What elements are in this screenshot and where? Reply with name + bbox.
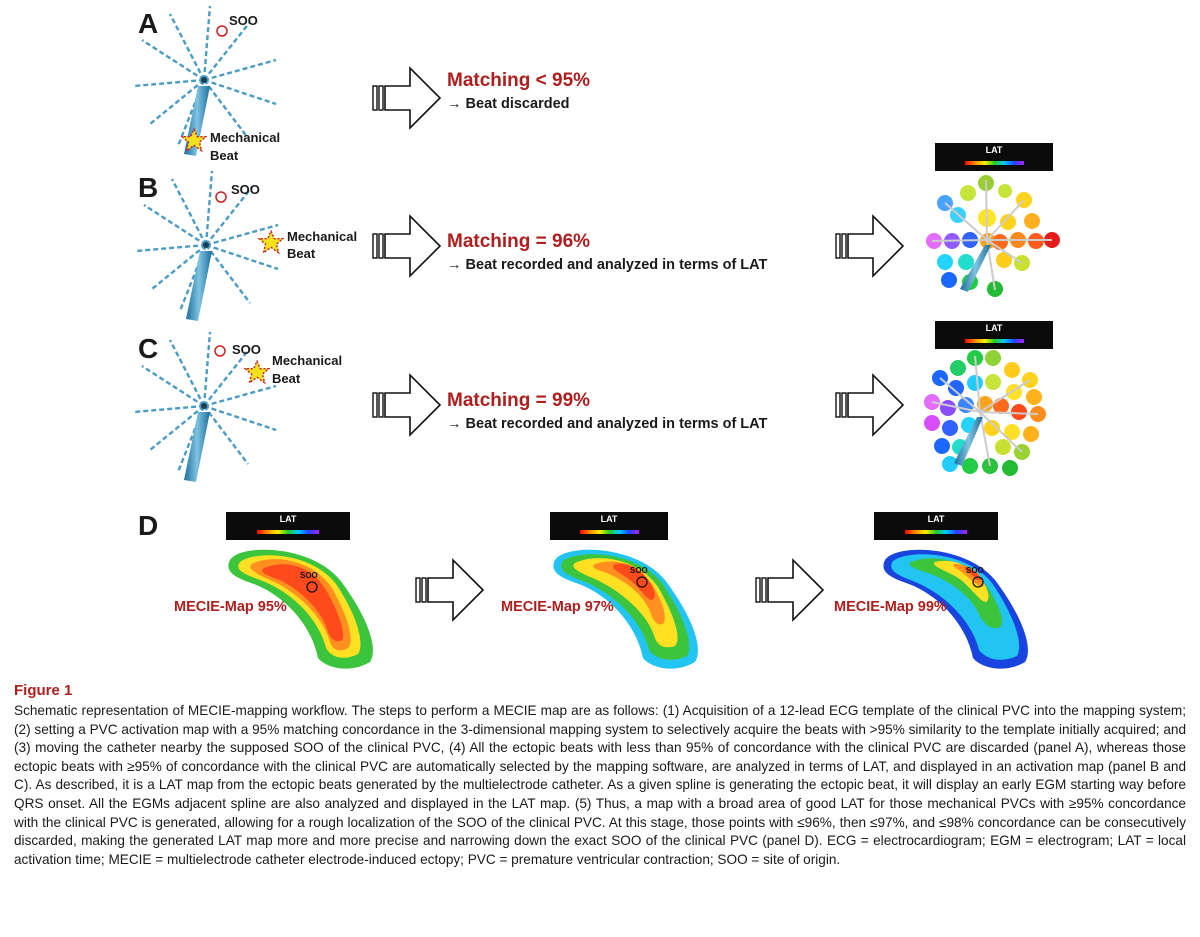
beat-label-a: Beat bbox=[210, 148, 239, 163]
arrow-d2-icon bbox=[755, 559, 824, 621]
mechanical-label-b: Mechanical bbox=[287, 229, 358, 244]
arrow-b-icon bbox=[372, 215, 441, 277]
soo-label-c: SOO bbox=[232, 342, 261, 357]
mechanical-beat-star-b bbox=[258, 230, 284, 254]
arrow-c2-icon bbox=[835, 374, 904, 436]
result-b: → Beat recorded and analyzed in terms of… bbox=[447, 257, 768, 273]
soo-label-a: SOO bbox=[229, 13, 258, 28]
caption-title: Figure 1 bbox=[14, 682, 73, 699]
soo-label-b: SOO bbox=[231, 182, 260, 197]
lat-map-c bbox=[924, 350, 1046, 476]
soo-marker-c bbox=[214, 345, 226, 357]
mecie-map-97 bbox=[553, 549, 698, 669]
lat-scale-d1: LAT bbox=[226, 512, 350, 540]
caption-body: Schematic representation of MECIE-mappin… bbox=[14, 703, 1186, 867]
soo-circle-d1 bbox=[306, 581, 318, 593]
figure-1: A SOO Mechanical Beat Matching < 95% → B… bbox=[132, 4, 1060, 669]
soo-label-d2: SOO bbox=[630, 566, 648, 575]
mecie-map-95 bbox=[228, 549, 373, 669]
beat-label-b: Beat bbox=[287, 246, 316, 261]
result-c: → Beat recorded and analyzed in terms of… bbox=[447, 416, 768, 432]
panel-letter-c: C bbox=[138, 333, 159, 364]
mechanical-beat-star-c bbox=[244, 360, 270, 384]
soo-circle-d2 bbox=[636, 576, 648, 588]
lat-scale-b-label: LAT bbox=[985, 145, 1003, 155]
figure-artwork bbox=[132, 4, 1060, 669]
lat-scale-d2: LAT bbox=[550, 512, 668, 540]
matching-c: Matching = 99% bbox=[447, 390, 591, 411]
mechanical-label-c: Mechanical bbox=[272, 353, 343, 368]
soo-marker-a bbox=[216, 25, 228, 37]
panel-letter-d: D bbox=[138, 510, 159, 541]
arrow-d1-icon bbox=[415, 559, 484, 621]
beat-label-c: Beat bbox=[272, 371, 301, 386]
soo-label-d1: SOO bbox=[300, 571, 318, 580]
soo-circle-d3 bbox=[972, 576, 984, 588]
panel-letter-a: A bbox=[138, 8, 159, 39]
arrow-b2-icon bbox=[835, 215, 904, 277]
lat-map-b bbox=[926, 175, 1060, 297]
mechanical-label-a: Mechanical bbox=[210, 130, 281, 145]
figure-caption: Figure 1 Schematic representation of MEC… bbox=[14, 682, 1186, 869]
matching-a: Matching < 95% bbox=[447, 70, 591, 91]
arrow-c-icon bbox=[372, 374, 441, 436]
arrow-a-icon bbox=[372, 67, 441, 129]
soo-label-d3: SOO bbox=[966, 566, 984, 575]
mecie-map-97-label: MECIE-Map 97% bbox=[501, 599, 614, 615]
mecie-map-99 bbox=[883, 549, 1028, 669]
lat-scale-c: LAT bbox=[935, 321, 1053, 349]
lat-scale-b: LAT bbox=[935, 143, 1053, 171]
result-a: → Beat discarded bbox=[447, 96, 570, 112]
lat-scale-d1-label: LAT bbox=[279, 514, 297, 524]
soo-marker-b bbox=[215, 191, 227, 203]
lat-scale-c-label: LAT bbox=[985, 323, 1003, 333]
mecie-map-99-label: MECIE-Map 99% bbox=[834, 599, 947, 615]
mecie-map-95-label: MECIE-Map 95% bbox=[174, 599, 287, 615]
matching-b: Matching = 96% bbox=[447, 231, 591, 252]
lat-scale-d2-label: LAT bbox=[600, 514, 618, 524]
panel-letter-b: B bbox=[138, 172, 159, 203]
lat-scale-d3-label: LAT bbox=[927, 514, 945, 524]
lat-scale-d3: LAT bbox=[874, 512, 998, 540]
